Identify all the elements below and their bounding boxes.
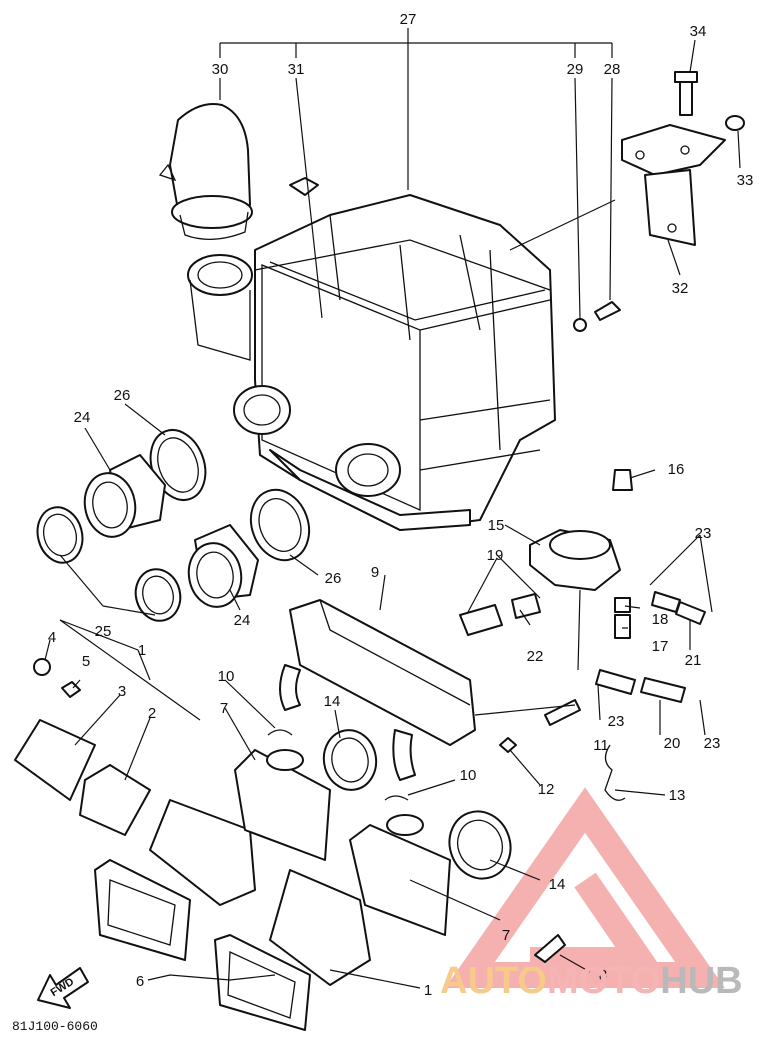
watermark-text-hub: HUB xyxy=(660,960,742,1002)
label-25: 25 xyxy=(95,623,112,640)
label-14-bottom: 14 xyxy=(549,876,566,893)
label-31: 31 xyxy=(288,61,305,78)
label-33: 33 xyxy=(737,172,754,189)
label-8: 8 xyxy=(599,967,607,984)
label-30: 30 xyxy=(212,61,229,78)
label-27: 27 xyxy=(400,11,417,28)
label-26-top: 26 xyxy=(114,387,131,404)
label-29: 29 xyxy=(567,61,584,78)
mount-bracket xyxy=(621,71,745,246)
label-6: 6 xyxy=(136,973,144,990)
label-26-bottom: 26 xyxy=(325,570,342,587)
carb-joints-and-clamps xyxy=(36,429,311,622)
label-19: 19 xyxy=(487,547,504,564)
label-11: 11 xyxy=(593,737,609,754)
label-17: 17 xyxy=(652,638,669,655)
label-15: 15 xyxy=(488,517,505,534)
label-13: 13 xyxy=(669,787,686,804)
label-23-right: 23 xyxy=(704,735,721,752)
label-3: 3 xyxy=(118,683,126,700)
label-1-top: 1 xyxy=(138,642,146,659)
label-1-bottom: 1 xyxy=(424,982,432,999)
label-9: 9 xyxy=(371,564,379,581)
forward-arrow: FWD xyxy=(37,967,89,1009)
label-10-top: 10 xyxy=(218,668,235,685)
label-18: 18 xyxy=(652,611,669,628)
watermark-text: AUTOMOTOHUB xyxy=(440,960,743,1002)
label-4: 4 xyxy=(48,629,56,646)
label-32: 32 xyxy=(672,280,689,297)
part-labels: 27 30 31 29 28 34 33 32 26 24 25 26 24 1… xyxy=(48,11,754,999)
leader-lines xyxy=(44,28,741,989)
label-21: 21 xyxy=(685,652,702,669)
label-7-top: 7 xyxy=(220,700,228,717)
label-23-top: 23 xyxy=(695,525,712,542)
label-16: 16 xyxy=(668,461,685,478)
reed-valve-assembly xyxy=(14,658,626,1031)
label-24-top: 24 xyxy=(74,409,91,426)
label-7-bottom: 7 xyxy=(502,927,510,944)
intake-duct xyxy=(158,103,253,240)
label-28: 28 xyxy=(604,61,621,78)
label-34: 34 xyxy=(690,23,707,40)
label-24-bottom: 24 xyxy=(234,612,251,629)
label-23-middle: 23 xyxy=(608,713,625,730)
air-box-assembly xyxy=(187,194,556,531)
label-20: 20 xyxy=(664,735,681,752)
label-22: 22 xyxy=(527,648,544,665)
label-2: 2 xyxy=(148,705,156,722)
oil-pump-assembly xyxy=(459,469,706,703)
label-14-top: 14 xyxy=(324,693,341,710)
label-10-bottom: 10 xyxy=(460,767,477,784)
label-12: 12 xyxy=(538,781,555,798)
watermark-text-moto: MOTO xyxy=(547,960,660,1002)
fasteners-top xyxy=(289,177,621,332)
watermark-text-auto: AUTO xyxy=(440,960,547,1002)
diagram-code: 81J100-6060 xyxy=(12,1019,98,1034)
watermark-logo xyxy=(445,787,725,988)
label-5: 5 xyxy=(82,653,90,670)
oil-tank xyxy=(279,599,476,781)
